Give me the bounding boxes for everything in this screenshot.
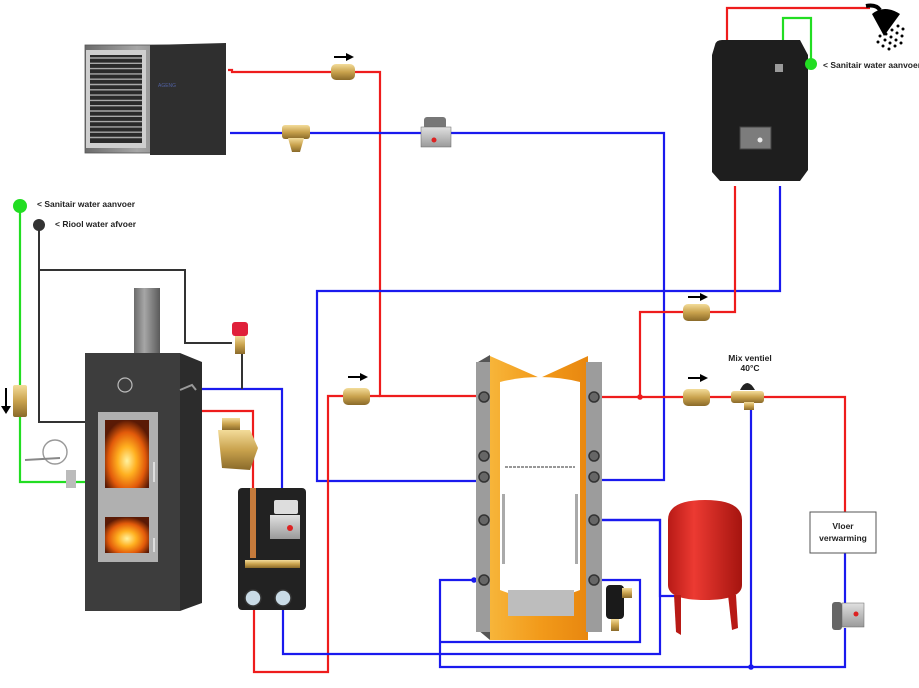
sewer-drain-endpoint <box>33 219 45 231</box>
floor-heating-label-2: verwarming <box>819 533 867 543</box>
shower-drop <box>881 44 885 48</box>
stove-pump-group[interactable] <box>238 488 306 610</box>
cold-pipe-floor-pump-return <box>438 578 847 669</box>
expansion-vessel[interactable] <box>668 500 742 635</box>
shower-drop <box>888 41 892 45</box>
heat-pump-grille <box>90 55 142 143</box>
heat-pump-brand: AGENG <box>158 83 176 89</box>
shower-drop <box>901 27 905 31</box>
tank-port[interactable] <box>588 471 600 483</box>
circulation-pump-floor[interactable] <box>832 602 865 630</box>
buffer-tank[interactable] <box>476 355 602 640</box>
shower-drop <box>887 47 891 51</box>
stove-logo-icon <box>117 377 133 393</box>
pipe-junction <box>471 577 477 583</box>
flow-arrow-right-icon <box>688 293 708 301</box>
cold-pipe-return-loop <box>315 186 782 483</box>
air-separator[interactable] <box>218 418 258 470</box>
cold-pipe-stove-in <box>202 387 284 490</box>
sanitary-supply-label-right: < Sanitair water aanvoer <box>823 60 919 70</box>
tank-port[interactable] <box>478 450 490 462</box>
flow-arrow-right-icon <box>348 373 368 381</box>
pipe-junction <box>748 664 754 670</box>
circulation-pump-heatpump[interactable] <box>420 117 452 148</box>
shower-drop <box>893 44 897 48</box>
mix-valve-label: Mix ventiel <box>728 353 771 363</box>
mix-valve-temp: 40°C <box>741 363 760 373</box>
flow-arrow-right-icon <box>688 374 708 382</box>
floor-heating-label-1: Vloer <box>832 521 854 531</box>
mix-valve[interactable] <box>731 383 764 410</box>
flow-arrow-down-icon <box>1 388 11 414</box>
shower-drop <box>895 31 899 35</box>
sanitary-supply-label-left: < Sanitair water aanvoer <box>37 199 136 209</box>
check-valve-sanitary[interactable] <box>13 385 27 417</box>
check-valve-stove[interactable] <box>343 388 370 405</box>
cold-pipe-dirt-separator <box>440 578 642 644</box>
drain-pipe-safety-valve <box>39 269 232 344</box>
fresh-water-station[interactable] <box>712 40 808 181</box>
green-pipe-freshwater <box>781 16 813 64</box>
sanitary-supply-endpoint-right <box>805 58 817 70</box>
tank-port[interactable] <box>588 391 600 403</box>
hot-pipe-stove-out <box>202 409 255 490</box>
hot-pipe-floor-supply <box>762 395 847 512</box>
heat-pump[interactable]: AGENG <box>84 43 226 155</box>
shower-drop <box>900 34 904 38</box>
tank-port[interactable] <box>588 514 600 526</box>
wood-stove[interactable] <box>85 288 202 611</box>
shower-drop <box>889 35 893 39</box>
tank-port[interactable] <box>588 574 600 586</box>
y-strainer[interactable] <box>282 125 310 152</box>
tank-port[interactable] <box>478 574 490 586</box>
shower-drop <box>894 38 898 42</box>
tank-port[interactable] <box>478 514 490 526</box>
dirt-separator[interactable] <box>606 585 632 631</box>
floor-heating[interactable]: Vloer verwarming <box>809 511 877 554</box>
thermal-discharge-valve[interactable] <box>24 439 76 488</box>
tank-port[interactable] <box>478 471 490 483</box>
pipe-junction <box>637 394 643 400</box>
flow-arrow-right-icon <box>334 53 354 61</box>
sewer-drain-label: < Riool water afvoer <box>55 219 137 229</box>
shower-drop <box>890 28 894 32</box>
drain-pipe-sewer <box>38 226 97 423</box>
tank-port[interactable] <box>588 450 600 462</box>
check-valve-heatpump[interactable] <box>331 64 355 80</box>
shower-drop <box>896 24 900 28</box>
hot-pipe-shower <box>725 6 870 40</box>
shower-icon <box>865 3 905 51</box>
check-valve-floor[interactable] <box>683 389 710 406</box>
shower-drop <box>876 40 880 44</box>
shower-drop <box>878 34 882 38</box>
check-valve-freshwater[interactable] <box>683 304 710 321</box>
shower-drop <box>883 38 887 42</box>
sanitary-supply-endpoint-left <box>13 199 27 213</box>
shower-drop <box>899 41 903 45</box>
cold-pipe-pumpgroup-return <box>281 518 662 656</box>
hot-pipe-heatpump-supply <box>228 68 486 398</box>
safety-valve[interactable] <box>232 322 248 354</box>
shower-drop <box>884 32 888 36</box>
tank-port[interactable] <box>478 391 490 403</box>
